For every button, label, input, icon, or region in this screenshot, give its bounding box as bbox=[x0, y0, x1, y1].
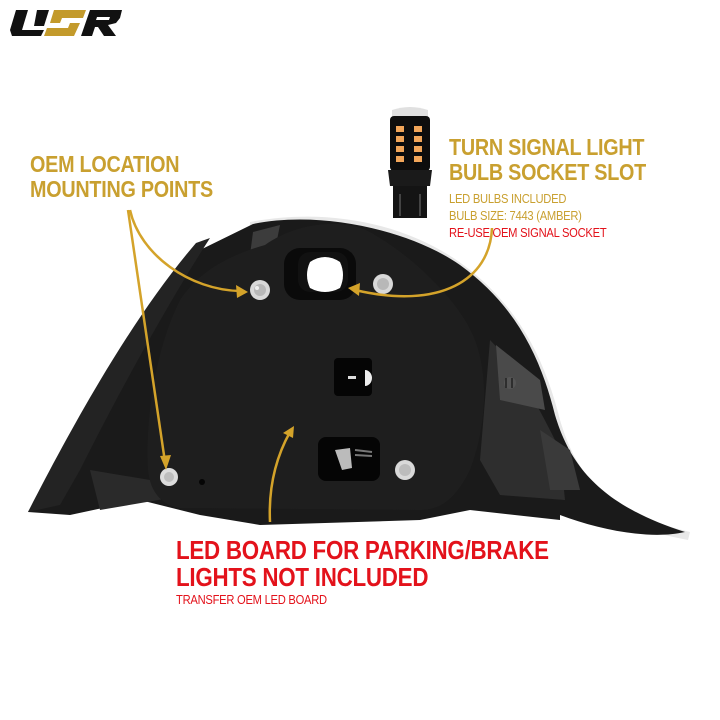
arrow-led-board bbox=[268, 431, 292, 523]
led-bulb-7443-icon bbox=[388, 107, 432, 218]
oem-title-line-2: MOUNTING POINTS bbox=[30, 176, 213, 202]
logo-u-left-icon bbox=[10, 10, 44, 36]
arrow-oem-bottom bbox=[126, 209, 167, 463]
oem-title-line-1: OEM LOCATION bbox=[30, 151, 180, 177]
led-title-line-2: LIGHTS NOT INCLUDED bbox=[176, 562, 429, 592]
mounting-screw-top-right bbox=[373, 274, 393, 294]
detail-led-bulbs-included: LED BULBS INCLUDED bbox=[449, 191, 567, 206]
led-chips bbox=[396, 126, 422, 162]
led-board-callout: LED BOARD FOR PARKING/BRAKE LIGHTS NOT I… bbox=[176, 537, 549, 591]
arrow-turn-signal bbox=[354, 227, 494, 298]
detail-reuse-socket: RE-USE OEM SIGNAL SOCKET bbox=[449, 225, 607, 240]
led-board-subtitle: TRANSFER OEM LED BOARD bbox=[176, 592, 327, 607]
led-title-line-1: LED BOARD FOR PARKING/BRAKE bbox=[176, 535, 549, 565]
callout-arrows bbox=[126, 209, 494, 523]
turn-title-line-2: BULB SOCKET SLOT bbox=[449, 159, 646, 185]
logo-s-gold-icon bbox=[44, 10, 86, 36]
oem-mounting-callout: OEM LOCATION MOUNTING POINTS bbox=[30, 152, 213, 202]
turn-signal-details: LED BULBS INCLUDED BULB SIZE: 7443 (AMBE… bbox=[449, 190, 607, 241]
mounting-screw-bottom-left bbox=[160, 468, 178, 486]
socket-hole bbox=[307, 257, 343, 292]
mounting-screw-bottom-right bbox=[395, 460, 415, 480]
detail-bulb-size: BULB SIZE: 7443 (AMBER) bbox=[449, 208, 582, 223]
turn-title-line-1: TURN SIGNAL LIGHT bbox=[449, 134, 645, 160]
mounting-screw-top-left bbox=[250, 280, 270, 300]
turn-signal-callout: TURN SIGNAL LIGHT BULB SOCKET SLOT bbox=[449, 135, 646, 185]
logo-r-icon bbox=[81, 10, 122, 36]
arrow-oem-top bbox=[128, 209, 241, 293]
brand-logo bbox=[10, 10, 122, 36]
